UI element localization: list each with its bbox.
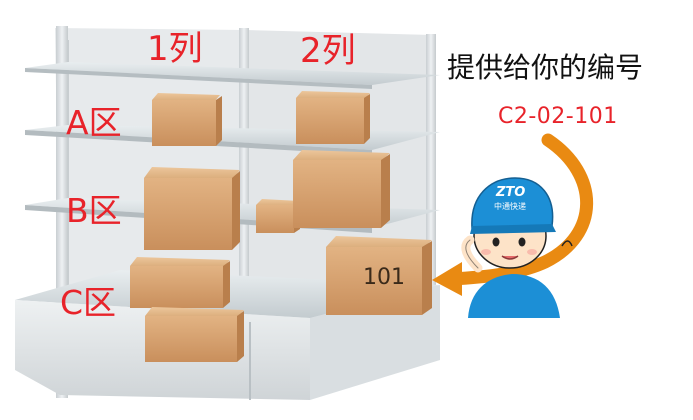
shelf-top-edge [25,68,372,89]
pickup-code: C2-02-101 [498,104,618,129]
box-b2 [293,150,390,228]
box-101 [326,236,432,315]
pointer-arrow [445,133,594,286]
shelf-top [25,62,440,85]
column-label-2: 2列 [300,31,356,71]
zone-label-a: A区 [66,103,122,142]
cap-logo-text: 中通快递 [494,202,526,211]
box-b1 [144,167,240,250]
courier-character [461,177,573,318]
column-label-1: 1列 [147,29,203,69]
callout-title: 提供给你的编号 [447,51,644,84]
box-c1-top [130,257,230,308]
zone-label-b: B区 [66,191,122,230]
right-upright [426,34,436,304]
box-c1-bottom [145,307,244,362]
center-upright [239,28,249,328]
zone-label-c: C区 [60,283,117,322]
box-b-small [256,199,300,233]
pointer-arrow-head [432,262,462,296]
box-number-label: 101 [363,265,405,290]
box-a2 [296,91,370,144]
box-a1 [152,93,222,146]
cap-logo: ZTO [496,185,526,200]
